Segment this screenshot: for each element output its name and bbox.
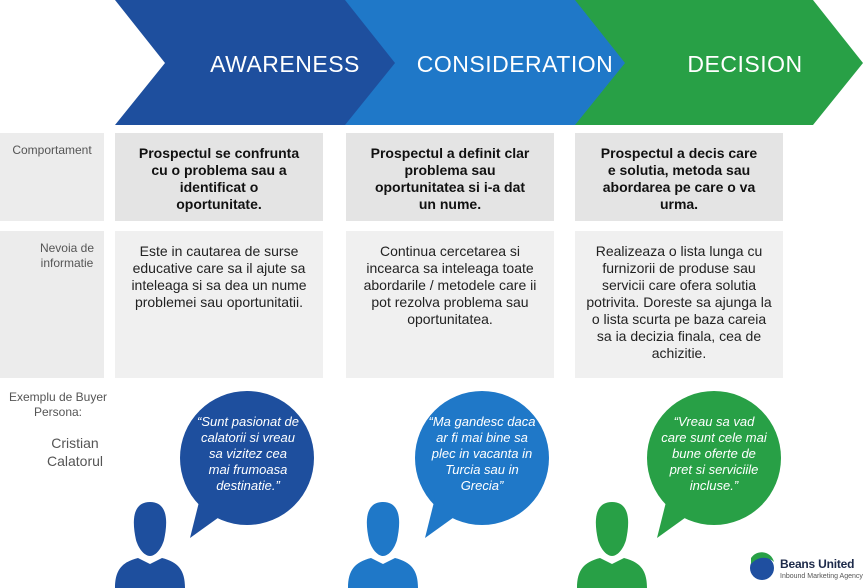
- cell-nevoia-awareness: Este in cautarea de surse educative care…: [115, 231, 323, 378]
- cell-comportament-decision: Prospectul a decis care e solutia, metod…: [575, 133, 783, 221]
- person-icon: [577, 502, 647, 588]
- person-icon: [115, 502, 185, 588]
- stage-chevrons: [115, 0, 863, 125]
- brand-tagline: Inbound Marketing Agency: [780, 573, 863, 580]
- stage-title-consideration: CONSIDERATION: [416, 51, 614, 77]
- speech-bubble-awareness: [180, 391, 314, 538]
- speech-bubble-consideration: [415, 391, 549, 538]
- person-icon: [348, 502, 418, 588]
- cell-nevoia-decision: Realizeaza o lista lunga cu furnizorii d…: [575, 231, 783, 378]
- cell-comportament-consideration: Prospectul a definit clar problema sau o…: [346, 133, 554, 221]
- chevron-decision: [575, 0, 863, 125]
- chevron-awareness: [115, 0, 405, 125]
- cell-nevoia-consideration: Continua cercetarea si incearca sa intel…: [346, 231, 554, 378]
- persona-name: Cristian Calatorul: [46, 435, 104, 469]
- quote-awareness: “Sunt pasionat de calatorii si vreau sa …: [197, 414, 299, 493]
- brand-logo-icon: [750, 552, 774, 580]
- persona-illustrations: [115, 391, 781, 588]
- chevron-consideration: [345, 0, 633, 125]
- quote-decision: “Vreau sa vad care sunt cele mai bune of…: [661, 414, 767, 493]
- stage-title-decision: DECISION: [687, 51, 803, 77]
- persona-label: Exemplu de Buyer Persona:: [8, 390, 108, 419]
- speech-bubble-decision: [647, 391, 781, 538]
- stage-title-awareness: AWARENESS: [210, 51, 360, 77]
- row-label-comportament: Comportament: [0, 133, 104, 221]
- row-label-nevoia: Nevoia de informatie: [0, 231, 104, 378]
- cell-comportament-awareness: Prospectul se confrunta cu o problema sa…: [115, 133, 323, 221]
- brand-name: Beans United: [780, 557, 855, 571]
- quote-consideration: “Ma gandesc daca ar fi mai bine sa plec …: [428, 414, 536, 493]
